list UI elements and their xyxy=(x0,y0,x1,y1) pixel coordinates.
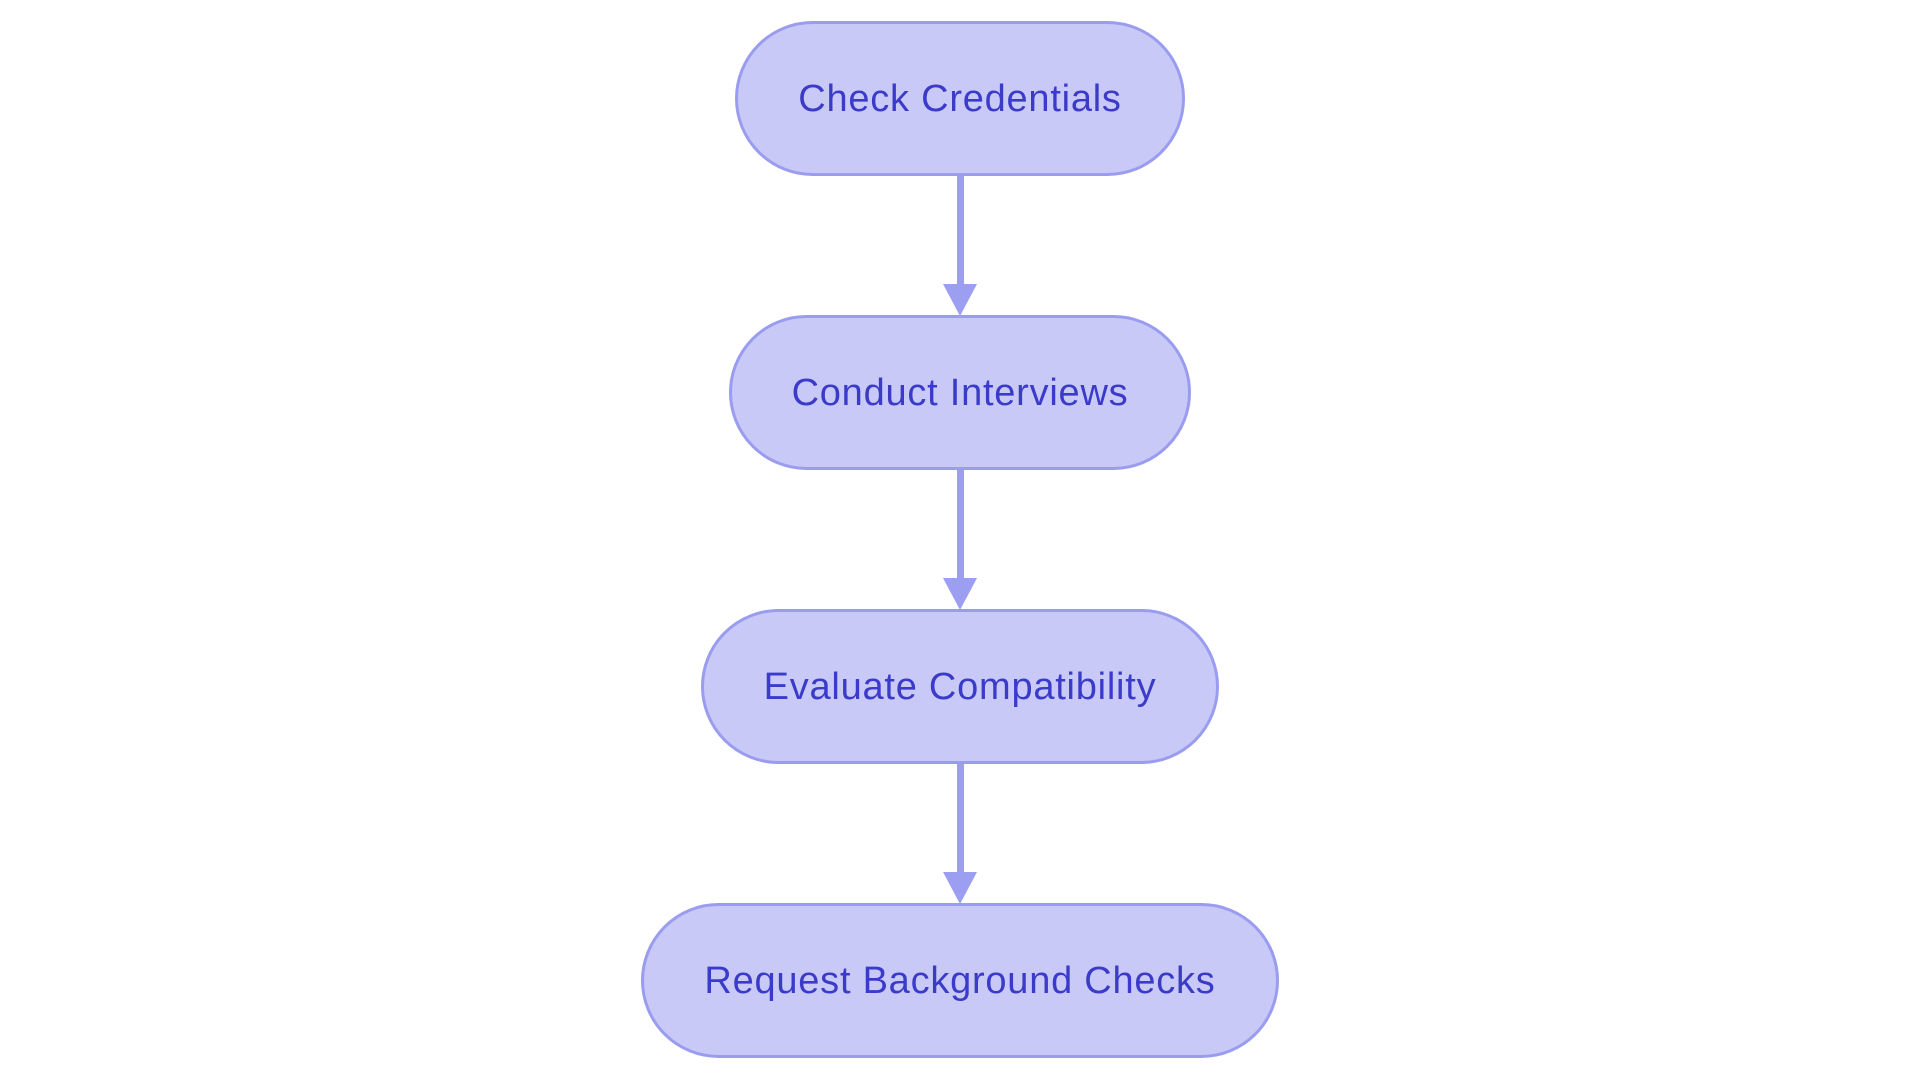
node-conduct-interviews: Conduct Interviews xyxy=(728,315,1192,470)
node-label: Request Background Checks xyxy=(704,959,1216,1002)
node-check-credentials: Check Credentials xyxy=(735,21,1185,176)
connector-2 xyxy=(943,470,977,610)
node-evaluate-compatibility: Evaluate Compatibility xyxy=(700,609,1220,764)
arrow-line xyxy=(956,176,964,284)
connector-3 xyxy=(943,764,977,904)
node-label: Check Credentials xyxy=(798,77,1122,120)
arrow-down-icon xyxy=(943,578,977,610)
connector-1 xyxy=(943,176,977,316)
arrow-line xyxy=(956,764,964,872)
arrow-line xyxy=(956,470,964,578)
node-label: Conduct Interviews xyxy=(791,371,1129,414)
arrow-down-icon xyxy=(943,284,977,316)
arrow-down-icon xyxy=(943,872,977,904)
node-label: Evaluate Compatibility xyxy=(763,665,1157,708)
node-request-background-checks: Request Background Checks xyxy=(641,903,1279,1058)
